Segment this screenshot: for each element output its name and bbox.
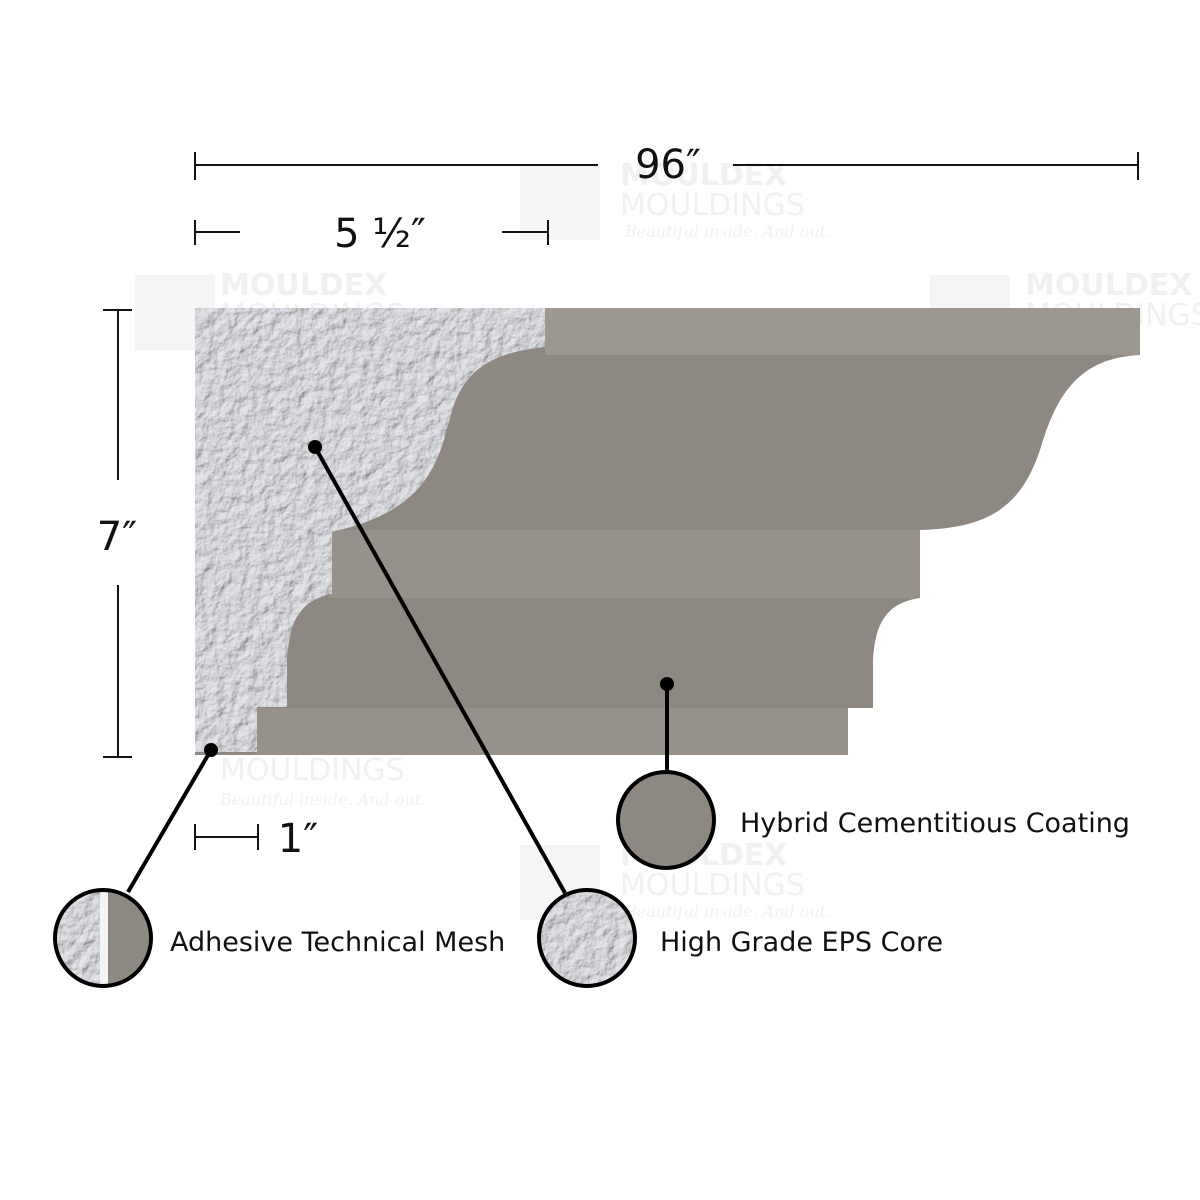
svg-text:MOULDEX: MOULDEX — [620, 158, 787, 193]
eps-core-label: High Grade EPS Core — [660, 927, 943, 958]
coating-label: Hybrid Cementitious Coating — [740, 808, 1130, 839]
eps-core — [193, 306, 547, 754]
moulding-profile — [193, 306, 1140, 755]
eps-core-marker — [308, 440, 322, 454]
svg-text:Beautiful inside. And out.: Beautiful inside. And out. — [219, 790, 426, 809]
svg-text:MOULDINGS: MOULDINGS — [620, 868, 805, 903]
coating-top-face — [545, 308, 1140, 355]
svg-text:MOULDINGS: MOULDINGS — [220, 753, 405, 788]
dimension-height-label: 7″ — [97, 514, 137, 560]
eps-core-swatch — [537, 888, 637, 988]
coating-swatch — [616, 770, 716, 870]
svg-text:Beautiful inside. And out.: Beautiful inside. And out. — [624, 222, 831, 241]
dimension-mesh — [194, 824, 259, 850]
coating-bottom-band — [255, 708, 848, 755]
coating-fillet-band — [330, 530, 920, 598]
svg-text:MOULDINGS: MOULDINGS — [620, 188, 805, 223]
svg-text:MOULDEX: MOULDEX — [220, 268, 387, 303]
coating-marker — [660, 677, 674, 691]
mesh-label: Adhesive Technical Mesh — [170, 927, 505, 958]
dimension-projection — [194, 220, 549, 245]
dimension-length — [194, 152, 1139, 180]
svg-text:Beautiful inside. And out.: Beautiful inside. And out. — [624, 902, 831, 921]
dimension-mesh-label: 1″ — [278, 816, 318, 862]
dimension-length-label: 96″ — [635, 142, 701, 188]
callout-leaders — [126, 446, 669, 894]
dimension-projection-label: 5 ½″ — [334, 211, 426, 257]
dimension-height — [103, 309, 132, 758]
mesh-swatch — [53, 888, 153, 988]
svg-text:MOULDEX: MOULDEX — [1025, 268, 1192, 303]
mesh-marker — [204, 743, 218, 757]
